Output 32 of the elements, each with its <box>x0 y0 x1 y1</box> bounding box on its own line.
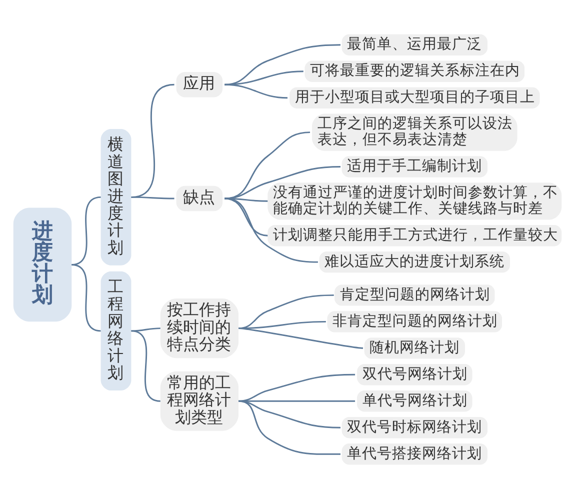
connector <box>224 83 288 98</box>
node-box: 没有通过严谨的进度计划时间参数计算，不能确定计划的关键工作、关键线路与时差 <box>268 182 562 220</box>
connector <box>72 264 101 332</box>
node-box: 可将最重要的逻辑关系标注在内 <box>304 60 525 82</box>
node-box: 按工作持续时间的特点分类 <box>160 298 238 358</box>
connector <box>131 330 160 402</box>
node-box: 进度计划 <box>13 207 72 322</box>
connector <box>224 131 310 199</box>
node-box: 用于小型项目或大型项目的子项目上 <box>289 86 540 108</box>
node-box: 单代号搭接网络计划 <box>342 443 488 464</box>
node-box: 适用于手工编制计划 <box>342 156 488 177</box>
connector <box>131 196 174 199</box>
node-box: 非肯定型问题的网络计划 <box>327 310 502 332</box>
connector <box>131 327 160 332</box>
connector <box>238 327 364 348</box>
node-box: 难以适应大的进度计划系统 <box>319 250 510 272</box>
connector <box>238 320 326 329</box>
connector <box>238 400 340 454</box>
node-box: 应用 <box>176 72 223 97</box>
connector <box>72 196 101 265</box>
node-box: 工程网络计划 <box>100 270 132 390</box>
connector <box>224 44 340 85</box>
node-box: 缺点 <box>176 185 223 211</box>
node-box: 肯定型问题的网络计划 <box>334 284 495 306</box>
node-box: 随机网络计划 <box>364 337 465 358</box>
node-box: 双代号时标网络计划 <box>342 416 488 438</box>
node-box: 计划调整只能用手工方式进行，工作量较大 <box>268 224 562 246</box>
connector <box>224 197 318 262</box>
node-box: 常用的工程网络计划类型 <box>160 370 238 430</box>
connector <box>224 166 340 199</box>
node-box: 横道图进度计划 <box>100 128 132 265</box>
node-box: 最简单、运用最广泛 <box>342 34 488 55</box>
